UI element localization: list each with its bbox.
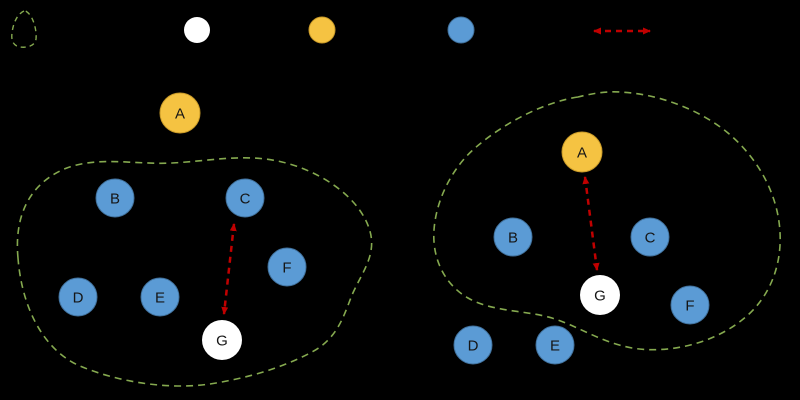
right-node-d: D <box>453 325 493 365</box>
left-node-f: F <box>267 247 307 287</box>
left-node-d: D <box>58 277 98 317</box>
right-node-e-circle <box>535 325 575 365</box>
right-node-f: F <box>670 285 710 325</box>
left-node-a-circle <box>159 92 201 134</box>
left-arrow-c-to-g <box>221 223 237 315</box>
right-node-g-circle <box>580 275 620 315</box>
right-node-b-circle <box>493 217 533 257</box>
left-node-c-label: C <box>240 190 251 207</box>
left-node-e-circle <box>140 277 180 317</box>
right-node-g: G <box>580 275 620 315</box>
legend-white-node-icon <box>184 17 210 43</box>
right-node-g-label: G <box>594 287 606 304</box>
right-cluster-boundary <box>433 91 781 351</box>
left-node-g-label: G <box>216 332 228 349</box>
left-node-f-circle <box>267 247 307 287</box>
right-node-d-label: D <box>468 337 479 354</box>
left-node-g: G <box>202 320 242 360</box>
right-node-d-circle <box>453 325 493 365</box>
left-node-b-circle <box>95 178 135 218</box>
right-node-a-label: A <box>577 144 587 161</box>
legend-blue-node-icon <box>447 16 475 44</box>
left-node-e: E <box>140 277 180 317</box>
left-node-g-circle <box>202 320 242 360</box>
right-node-f-circle <box>670 285 710 325</box>
right-arrow-a-to-g <box>582 176 600 271</box>
right-node-c-circle <box>630 217 670 257</box>
right-node-e-label: E <box>550 337 560 354</box>
legend-cluster-icon <box>11 10 37 48</box>
left-node-b: B <box>95 178 135 218</box>
right-node-e: E <box>535 325 575 365</box>
right-node-b-label: B <box>508 229 518 246</box>
left-node-a: A <box>159 92 201 134</box>
right-node-a: A <box>561 131 603 173</box>
left-node-f-label: F <box>282 259 291 276</box>
left-node-d-label: D <box>73 289 84 306</box>
left-node-d-circle <box>58 277 98 317</box>
legend <box>11 10 651 48</box>
right-node-c: C <box>630 217 670 257</box>
left-cluster-diagram: A B C D E F G <box>16 92 373 387</box>
legend-yellow-node-icon <box>308 16 336 44</box>
right-node-b: B <box>493 217 533 257</box>
left-cluster-boundary <box>16 157 373 387</box>
right-node-a-circle <box>561 131 603 173</box>
left-node-c: C <box>225 178 265 218</box>
right-node-f-label: F <box>685 297 694 314</box>
right-node-c-label: C <box>645 229 656 246</box>
left-node-b-label: B <box>110 190 120 207</box>
left-node-c-circle <box>225 178 265 218</box>
left-node-e-label: E <box>155 289 165 306</box>
left-node-a-label: A <box>175 105 185 122</box>
right-cluster-diagram: A B C D E F G <box>433 91 781 365</box>
